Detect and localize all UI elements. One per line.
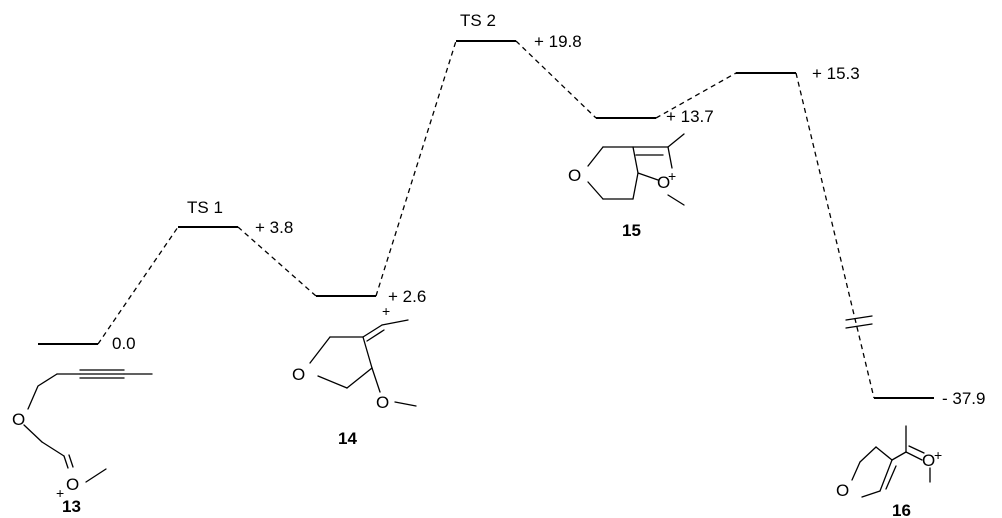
oxygen-atom: O bbox=[568, 166, 581, 185]
structure-14: O O + bbox=[292, 303, 417, 412]
ts2-label: TS 2 bbox=[460, 11, 496, 30]
connector-ts3-16 bbox=[795, 72, 875, 399]
positive-charge: + bbox=[934, 447, 942, 463]
oxygen-atom: O bbox=[836, 481, 849, 500]
connector-14-ts2 bbox=[375, 40, 457, 297]
energy-label-15: + 13.7 bbox=[666, 107, 714, 126]
structure-15: O O + bbox=[568, 133, 685, 206]
structure-13: O O + bbox=[12, 369, 153, 501]
structure-16: O O + bbox=[836, 425, 942, 500]
compound-number-13: 13 bbox=[62, 497, 81, 516]
positive-charge: + bbox=[668, 168, 676, 184]
ts1-label: TS 1 bbox=[187, 198, 223, 217]
connector-ts2-15 bbox=[515, 40, 597, 119]
compound-number-15: 15 bbox=[622, 221, 641, 240]
axis-break-mark bbox=[845, 315, 873, 329]
connector-ts1-14 bbox=[237, 226, 317, 297]
oxygen-atom: O bbox=[66, 475, 79, 494]
compound-number-16: 16 bbox=[892, 501, 911, 518]
energy-label-ts1: + 3.8 bbox=[255, 218, 293, 237]
positive-charge: + bbox=[56, 485, 64, 501]
oxygen-atom: O bbox=[292, 365, 305, 384]
energy-label-16: - 37.9 bbox=[942, 389, 985, 408]
oxygen-atom: O bbox=[657, 173, 670, 192]
connector-15-ts3 bbox=[655, 72, 737, 119]
oxygen-atom: O bbox=[922, 451, 935, 470]
compound-number-14: 14 bbox=[338, 429, 357, 448]
oxygen-atom: O bbox=[12, 410, 25, 429]
energy-label-ts3: + 15.3 bbox=[812, 64, 860, 83]
energy-label-13: 0.0 bbox=[112, 334, 136, 353]
connector-13-ts1 bbox=[97, 226, 179, 345]
energy-label-ts2: + 19.8 bbox=[534, 32, 582, 51]
oxygen-atom: O bbox=[376, 393, 389, 412]
positive-charge: + bbox=[382, 303, 390, 319]
energy-label-14: + 2.6 bbox=[388, 287, 426, 306]
